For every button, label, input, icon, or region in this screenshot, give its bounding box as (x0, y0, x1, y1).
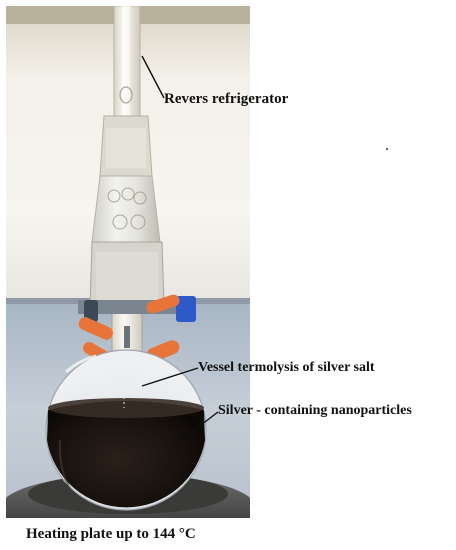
pointer-vessel (141, 367, 199, 387)
stray-dot (386, 148, 388, 150)
clamp (78, 294, 196, 362)
nanoparticles-label: Silver - containing nanoparticles (218, 403, 412, 418)
pointer-nanoparticles (175, 411, 219, 445)
pointer-refrigerator (141, 55, 165, 99)
refrigerator-label: Revers refrigerator (164, 91, 289, 107)
heating-plate-caption: Heating plate up to 144 °C (26, 526, 196, 542)
round-bottom-flask (45, 349, 207, 511)
vessel-label: Vessel termolysis of silver salt (198, 360, 375, 375)
